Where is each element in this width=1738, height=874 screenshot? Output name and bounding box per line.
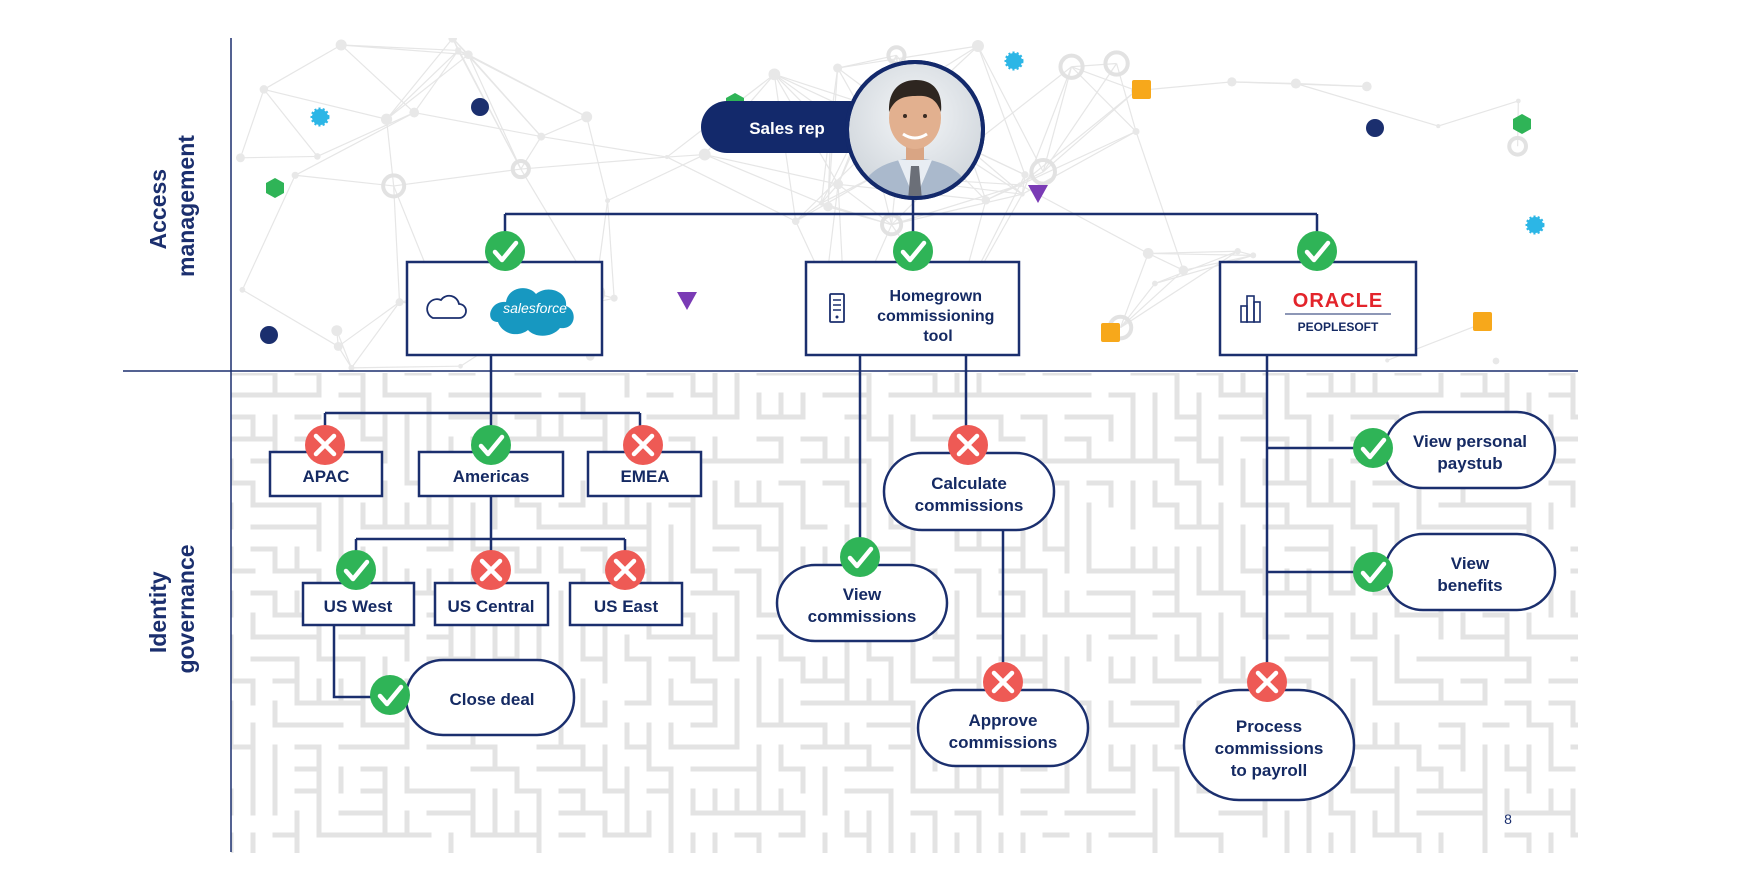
salesforce-logo: salesforce [490,288,574,336]
check-icon-view-benefits [1353,552,1393,592]
x-icon-emea [623,425,663,465]
avatar [849,64,981,196]
x-icon-calculate-commissions [948,425,988,465]
check-icon-americas [471,425,511,465]
check-icon-oracle [1297,231,1337,271]
check-icon-view-paystub [1353,428,1393,468]
svg-text:US West: US West [324,597,393,616]
peoplesoft-label: PEOPLESOFT [1298,320,1379,334]
status-markers [305,231,1393,715]
x-icon-us-east [605,550,645,590]
x-icon-approve-commissions [983,662,1023,702]
x-icon-process-payroll [1247,662,1287,702]
svg-text:Close deal: Close deal [449,690,534,709]
sales-rep-label: Sales rep [749,119,825,138]
homegrown-tool-label: Homegrown commissioning tool [877,288,999,345]
identity-governance-label: Identity governance [145,544,199,673]
subregion-box-us-central: US Central [433,581,550,627]
svg-text:EMEA: EMEA [620,467,669,486]
salesforce-system-box: salesforce [405,260,604,357]
subregion-box-us-east: US East [568,581,684,627]
cloud-icon [426,294,467,319]
x-icon-us-central [471,550,511,590]
building-icon [1240,295,1261,323]
access-management-label: Access management [145,135,199,277]
svg-text:Americas: Americas [453,467,530,486]
check-icon-homegrown [893,231,933,271]
check-icon-us-west [336,550,376,590]
x-icon-apac [305,425,345,465]
oracle-logo: ORACLE [1293,290,1383,312]
decorative-dots [260,51,1545,344]
svg-text:US Central: US Central [448,597,535,616]
svg-text:APAC: APAC [303,467,350,486]
action-close-deal: Close deal [404,658,576,737]
oracle-peoplesoft-system-box: ORACLE PEOPLESOFT [1218,260,1418,357]
page-number: 8 [1504,811,1512,827]
subregion-box-us-west: US West [301,581,416,627]
sales-rep-node: Sales rep [701,60,985,200]
server-icon [829,293,845,323]
check-icon-close-deal [370,675,410,715]
homegrown-system-box: Homegrown commissioning tool [804,260,1021,357]
svg-text:salesforce: salesforce [503,300,567,316]
check-icon-salesforce [485,231,525,271]
check-icon-view-commissions [840,537,880,577]
svg-text:US East: US East [594,597,659,616]
